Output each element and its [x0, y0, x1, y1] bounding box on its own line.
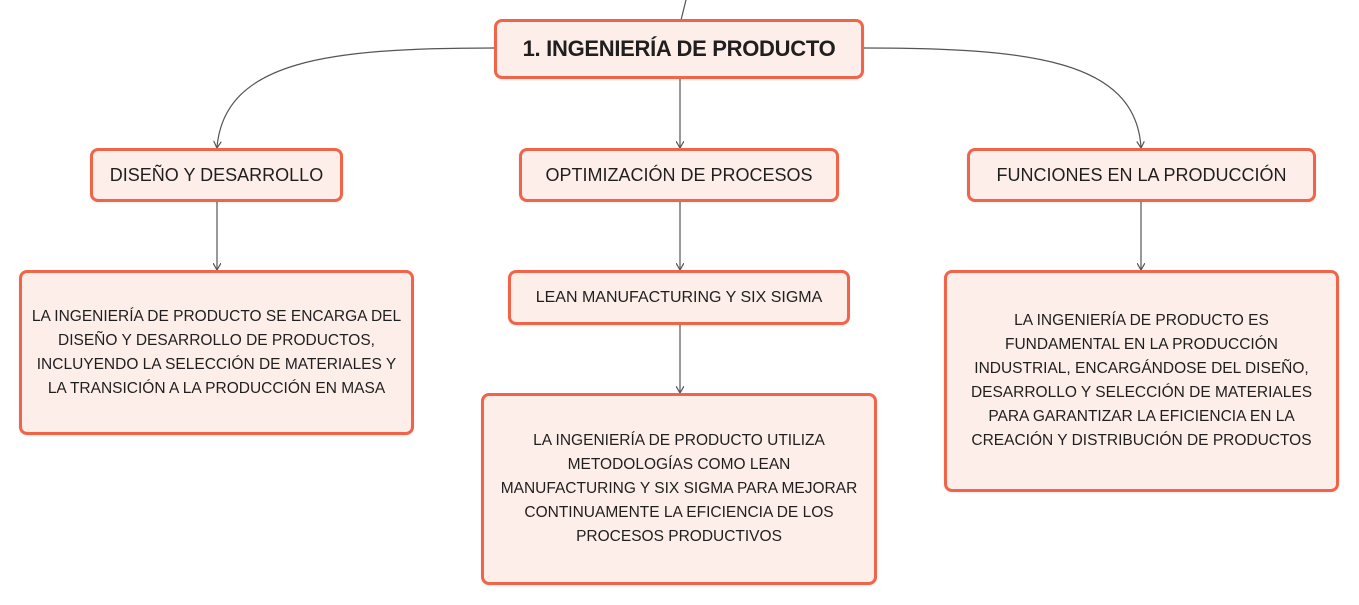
detail-node-production-functions[interactable]: LA INGENIERÍA DE PRODUCTO ES FUNDAMENTAL… — [944, 270, 1339, 492]
root-topic-node[interactable]: 1. INGENIERÍA DE PRODUCTO — [494, 19, 864, 79]
subtopic-node-lean-six-sigma[interactable]: LEAN MANUFACTURING Y SIX SIGMA — [508, 270, 850, 325]
detail-node-process-optimization[interactable]: LA INGENIERÍA DE PRODUCTO UTILIZA METODO… — [481, 393, 877, 585]
detail-text-process-optimization: LA INGENIERÍA DE PRODUCTO UTILIZA METODO… — [500, 432, 858, 545]
detail-text-design-development: LA INGENIERÍA DE PRODUCTO SE ENCARGA DEL… — [31, 307, 402, 397]
root-topic-label: 1. INGENIERÍA DE PRODUCTO — [522, 36, 836, 61]
incoming-connector — [680, 0, 687, 21]
topic-label-design-development: DISEÑO Y DESARROLLO — [109, 164, 324, 185]
topic-node-production-functions[interactable]: FUNCIONES EN LA PRODUCCIÓN — [967, 148, 1316, 202]
topic-label-production-functions: FUNCIONES EN LA PRODUCCIÓN — [996, 164, 1287, 185]
connector-root-to-functions — [863, 47, 1141, 147]
connector-root-to-design — [217, 47, 495, 147]
topic-node-process-optimization[interactable]: OPTIMIZACIÓN DE PROCESOS — [519, 148, 839, 202]
topic-node-design-development[interactable]: DISEÑO Y DESARROLLO — [90, 148, 343, 202]
detail-text-production-functions: LA INGENIERÍA DE PRODUCTO ES FUNDAMENTAL… — [970, 312, 1313, 449]
topic-label-process-optimization: OPTIMIZACIÓN DE PROCESOS — [545, 164, 813, 185]
detail-node-design-development[interactable]: LA INGENIERÍA DE PRODUCTO SE ENCARGA DEL… — [19, 270, 414, 435]
subtopic-label-lean-six-sigma: LEAN MANUFACTURING Y SIX SIGMA — [535, 288, 823, 306]
